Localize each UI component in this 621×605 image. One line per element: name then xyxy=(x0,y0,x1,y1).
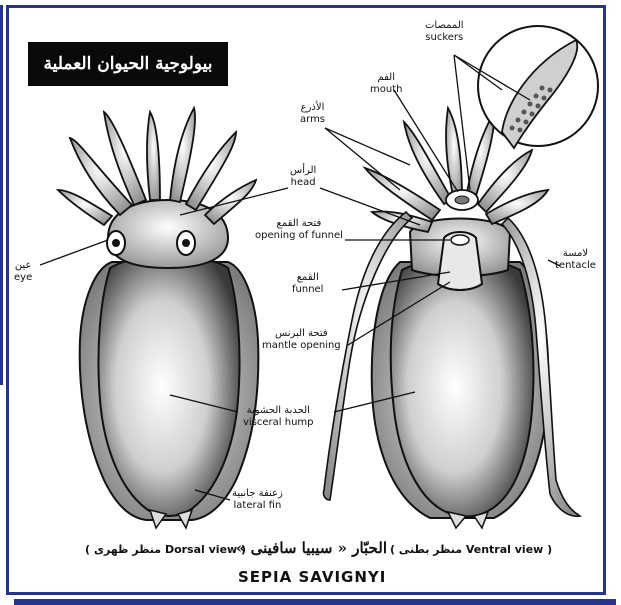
label-mantle-opening: فتحة البرنس mantle opening xyxy=(262,328,341,352)
label-arms: الأذرع arms xyxy=(300,102,325,126)
caption-species-latin: SEPIA SAVIGNYI xyxy=(238,568,386,586)
label-head: الرأس head xyxy=(290,165,316,189)
ventral-cuttlefish xyxy=(323,26,598,528)
label-visceral-hump: الحدبة الحشوية visceral hump xyxy=(243,405,314,429)
dorsal-cuttlefish xyxy=(58,108,258,528)
caption-ventral-view: ( منظر بطنى Ventral view ) xyxy=(390,543,552,556)
dorsal-mantle xyxy=(98,256,239,516)
label-mouth: الفم mouth xyxy=(370,72,402,96)
caption-dorsal-view: ( منظر ظهرى Dorsal view ) xyxy=(85,543,246,556)
label-lateral-fin: زعنفة جانبية lateral fin xyxy=(232,488,283,512)
label-tentacle: لامسة tentacle xyxy=(555,248,596,272)
label-opening-of-funnel: فتحة القمع opening of funnel xyxy=(255,218,343,242)
label-suckers: الممصات suckers xyxy=(425,20,464,44)
caption-species-arabic: الحبّار « سيبيا سافينى » xyxy=(236,539,387,557)
label-funnel: القمع funnel xyxy=(292,272,323,296)
label-eye: عين eye xyxy=(14,260,32,284)
